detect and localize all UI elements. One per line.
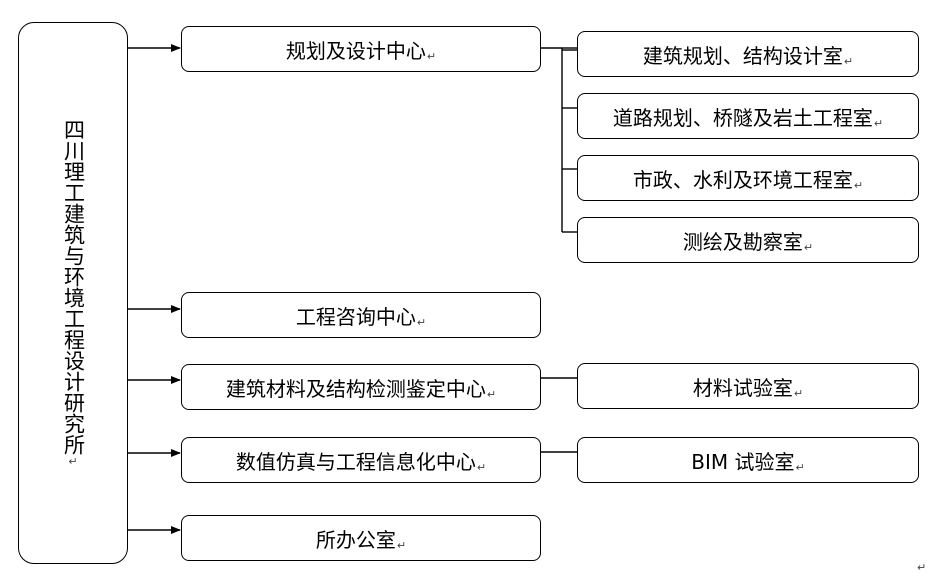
center-label: 所办公室	[315, 527, 396, 552]
paragraph-mark-icon: ↵	[396, 539, 407, 552]
paragraph-mark-icon: ↵	[853, 179, 864, 192]
dept-label: 材料试验室	[692, 375, 793, 400]
paragraph-mark-icon: ↵	[873, 117, 884, 130]
dept-label: 道路规划、桥隧及岩土工程室	[612, 105, 873, 130]
root-institute-box: 四川理工建筑与环境工程设计研究所 ↵	[18, 22, 128, 564]
paragraph-mark-icon: ↵	[793, 387, 804, 400]
dept-label: 建筑规划、结构设计室	[642, 43, 843, 68]
dept-bim-lab: BIM 试验室↵	[577, 437, 919, 483]
center-office: 所办公室↵	[181, 515, 541, 561]
dept-materials-lab: 材料试验室↵	[577, 363, 919, 409]
paragraph-mark-icon: ↵	[426, 50, 437, 63]
center-engineering-consulting: 工程咨询中心↵	[181, 292, 541, 338]
dept-architecture-structure: 建筑规划、结构设计室↵	[577, 31, 919, 77]
paragraph-mark-icon: ↵	[416, 316, 427, 329]
dept-label: BIM 试验室	[691, 449, 795, 474]
paragraph-mark-icon: ↵	[795, 461, 805, 474]
paragraph-mark-icon: ↵	[843, 55, 854, 68]
paragraph-mark-icon: ↵	[486, 388, 497, 401]
paragraph-mark-icon: ↵	[803, 241, 814, 254]
center-planning-design: 规划及设计中心↵	[181, 26, 541, 72]
paragraph-mark-icon: ↵	[68, 454, 78, 468]
dept-survey: 测绘及勘察室↵	[577, 217, 919, 263]
root-institute-label: 四川理工建筑与环境工程设计研究所	[61, 118, 86, 455]
center-numerical-simulation: 数值仿真与工程信息化中心↵	[181, 437, 541, 483]
center-label: 工程咨询中心	[295, 304, 416, 329]
center-label: 规划及设计中心	[285, 38, 426, 63]
center-label: 建筑材料及结构检测鉴定中心	[225, 376, 486, 401]
paragraph-mark-icon: ↵	[476, 461, 487, 474]
dept-road-bridge-geotech: 道路规划、桥隧及岩土工程室↵	[577, 93, 919, 139]
paragraph-mark-icon: ↵	[917, 561, 927, 574]
dept-label: 测绘及勘察室	[682, 229, 803, 254]
center-materials-structure-testing: 建筑材料及结构检测鉴定中心↵	[181, 364, 541, 410]
dept-municipal-water-env: 市政、水利及环境工程室↵	[577, 155, 919, 201]
center-label: 数值仿真与工程信息化中心	[235, 449, 476, 474]
dept-label: 市政、水利及环境工程室	[632, 167, 853, 192]
